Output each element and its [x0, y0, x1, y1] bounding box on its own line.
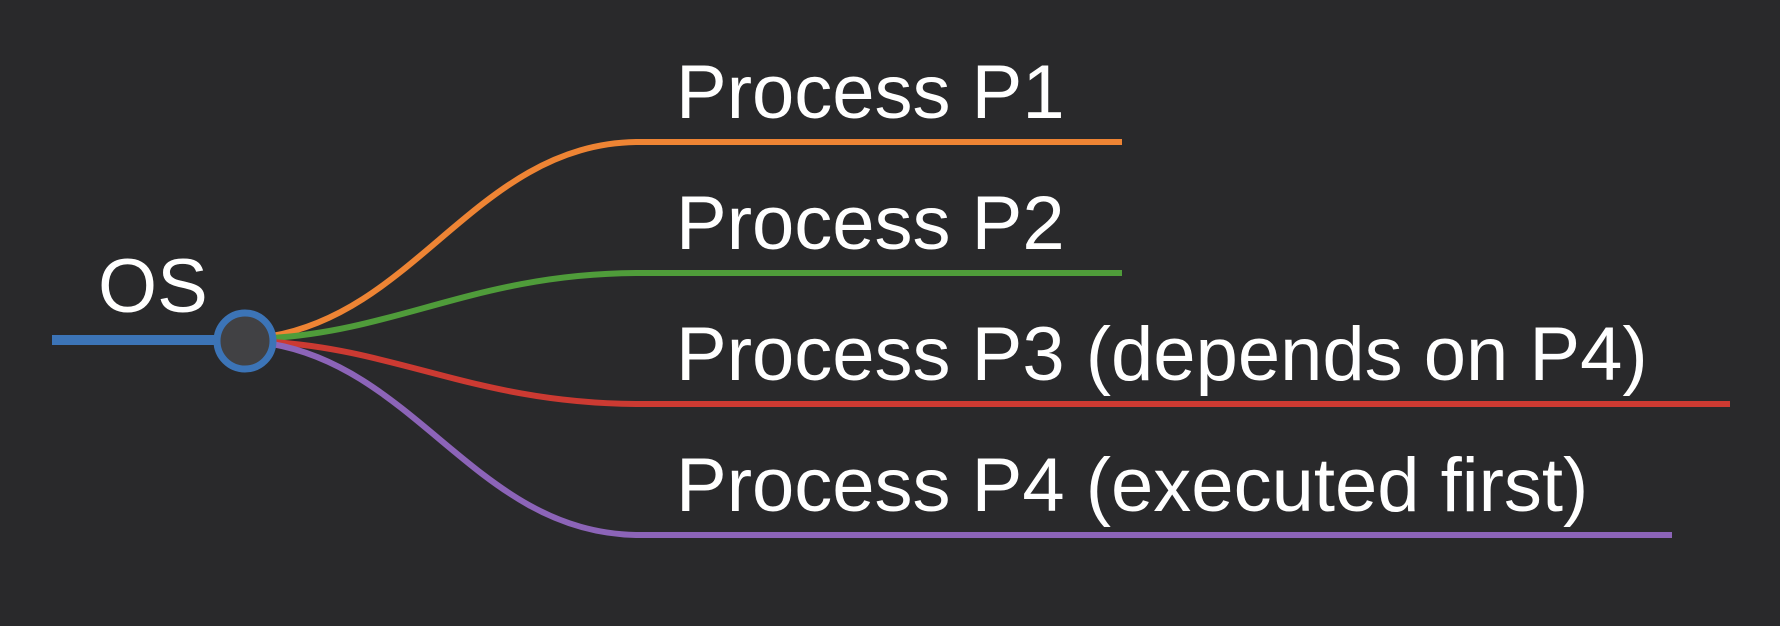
branch-curve-p4	[271, 341, 1672, 538]
branch-label-p1[interactable]: Process P1	[676, 50, 1065, 135]
branch-label-p2[interactable]: Process P2	[676, 181, 1065, 266]
branch-curve-p3	[271, 339, 1730, 407]
branch-label-p3[interactable]: Process P3 (depends on P4)	[676, 312, 1648, 397]
branch-curve-p1	[271, 139, 1122, 339]
branch-curve-p2	[271, 270, 1122, 341]
root-label: OS	[98, 244, 208, 329]
root-node-circle[interactable]	[213, 309, 277, 373]
branch-label-p4[interactable]: Process P4 (executed first)	[676, 443, 1588, 528]
